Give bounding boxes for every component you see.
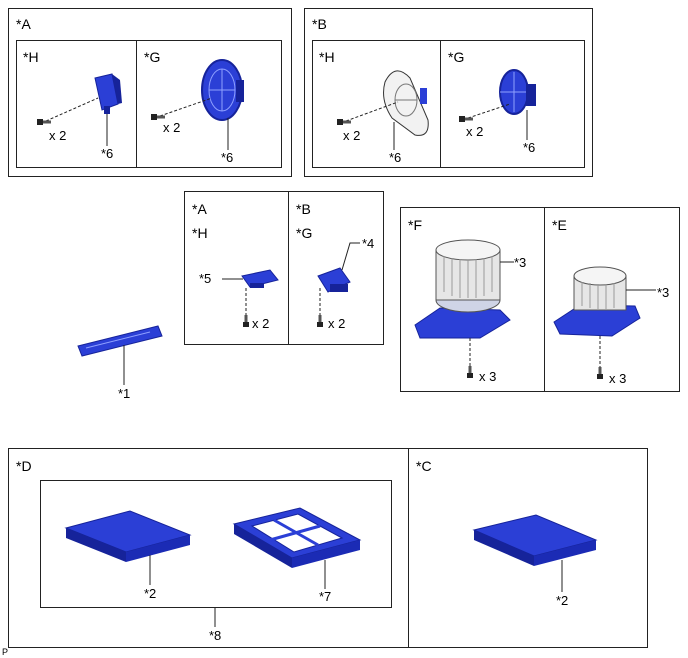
screw-icon <box>37 119 51 125</box>
panel-fe <box>400 207 680 392</box>
panel-b-inner <box>312 40 585 168</box>
panel-f-qty: x 3 <box>479 369 497 384</box>
blower-cover-plate <box>499 69 536 115</box>
panel-a-inner <box>16 40 282 168</box>
panel-ab-left-label-2: *H <box>192 225 208 241</box>
panel-ab-divider <box>288 191 289 345</box>
leader-line <box>45 97 99 122</box>
panel-b-h-qty: x 2 <box>343 128 361 143</box>
panel-ab-left-label-1: *A <box>192 201 207 217</box>
panel-b-g-qty: x 2 <box>466 124 484 139</box>
panel-fe-divider <box>544 207 545 392</box>
panel-a-h-label: *H <box>23 49 39 65</box>
panel-ab-right-callout: *4 <box>362 236 375 251</box>
screw-icon <box>151 114 165 120</box>
panel-b-g-label: *G <box>448 49 465 65</box>
leader-line <box>341 242 360 271</box>
panel-ab-left-callout: *5 <box>199 271 212 286</box>
panel-ab-left-qty: x 2 <box>252 316 270 331</box>
panel-b-g-callout: *6 <box>523 140 536 155</box>
panel-c-label: *C <box>416 458 432 474</box>
panel-a-divider <box>136 40 137 168</box>
leader-line <box>159 97 213 117</box>
leader-line <box>345 101 399 122</box>
panel-ab-right-label-1: *B <box>296 201 311 217</box>
corner-mark: P <box>2 647 9 657</box>
panel-d-inner <box>40 480 392 608</box>
panel-b-h-label: *H <box>319 49 335 65</box>
panel-a <box>8 8 292 177</box>
panel-d-filter-callout: *2 <box>144 586 157 601</box>
controller-small <box>317 267 351 293</box>
panel-ab-right-qty: x 2 <box>328 316 346 331</box>
leader-line <box>467 103 511 119</box>
panel-b <box>304 8 593 177</box>
panel-f-callout: *3 <box>514 255 527 270</box>
panel-d-label: *D <box>16 458 32 474</box>
panel-dc <box>8 448 648 648</box>
damper-plate-white <box>383 70 429 136</box>
panel-e-qty: x 3 <box>609 371 627 386</box>
blower-cover-plate <box>201 59 244 121</box>
blower-motor-e <box>553 266 641 337</box>
panel-b-label: *B <box>312 16 327 32</box>
loose-part-callout: *1 <box>118 386 131 401</box>
panel-a-g-label: *G <box>144 49 161 65</box>
panel-d-group-callout: *8 <box>209 628 222 643</box>
panel-b-divider <box>440 40 441 168</box>
panel-a-g-qty: x 2 <box>163 120 181 135</box>
panel-e-callout: *3 <box>657 285 670 300</box>
panel-dc-divider <box>408 448 409 648</box>
panel-ab-small <box>184 191 384 345</box>
heater-core-bar <box>77 325 163 357</box>
panel-e-label: *E <box>552 217 567 233</box>
screw-icon <box>467 366 473 378</box>
panel-a-h-qty: x 2 <box>49 128 67 143</box>
panel-a-label: *A <box>16 16 31 32</box>
blower-motor-f <box>414 239 511 339</box>
resistor-small <box>241 269 279 288</box>
cabin-filter-c <box>472 514 598 566</box>
cabin-filter-d <box>64 510 192 562</box>
panel-f-label: *F <box>408 217 422 233</box>
screw-icon <box>597 367 603 379</box>
panel-a-h-callout: *6 <box>101 146 114 161</box>
panel-ab-right-label-2: *G <box>296 225 313 241</box>
panel-b-h-callout: *6 <box>389 150 402 165</box>
servo-motor-small <box>94 73 122 114</box>
panel-a-g-callout: *6 <box>221 150 234 165</box>
panel-c-filter-callout: *2 <box>556 593 569 608</box>
filter-frame <box>232 507 362 568</box>
panel-d-frame-callout: *7 <box>319 589 332 604</box>
screw-icon <box>243 315 249 327</box>
screw-icon <box>459 116 473 122</box>
screw-icon <box>337 119 351 125</box>
screw-icon <box>317 315 323 327</box>
